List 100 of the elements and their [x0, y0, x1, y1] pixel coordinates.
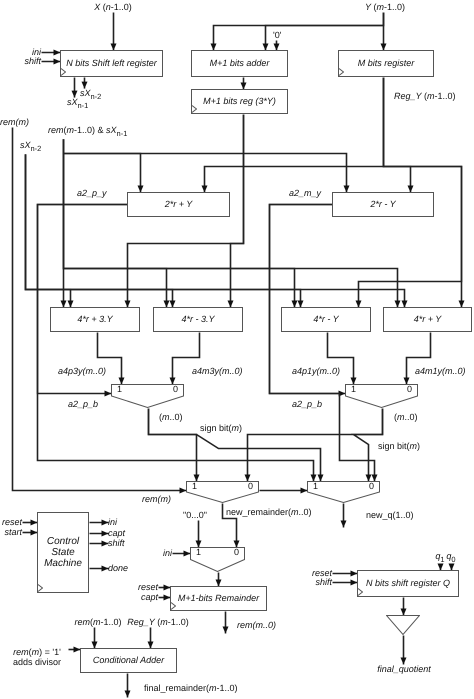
arithmetic-unit-box: [332, 192, 434, 217]
buffer-triangle: [386, 615, 420, 635]
arithmetic-unit-box: [281, 307, 371, 332]
arrow: [148, 408, 324, 482]
arrow: [400, 598, 406, 616]
arrow: [382, 78, 464, 308]
arrow: [42, 50, 60, 56]
edge-label: a4m1y(m..0): [414, 366, 467, 376]
arrow: [332, 570, 358, 576]
signal-label: ini: [32, 47, 41, 57]
signal-label: capt: [140, 592, 158, 602]
edge-label: a4p3y(m..0): [57, 366, 108, 376]
signal-label: capt: [108, 528, 126, 538]
arrow: [240, 78, 246, 90]
signal-label: shift: [108, 538, 125, 548]
signal-label: sX$_{n-2}$: [20, 140, 42, 154]
signal-label: ini: [108, 517, 118, 527]
register-box: [338, 50, 434, 77]
box-label: M+1-bits Remainder: [178, 593, 260, 604]
edge-label: rem(m): [141, 494, 172, 504]
arrow: [448, 564, 454, 570]
arithmetic-unit-box: [127, 192, 230, 217]
shift-register-box: [60, 50, 163, 77]
mux-input-label: 1: [313, 482, 318, 491]
edge-label: a2_m_y: [288, 188, 322, 198]
arrow: [82, 78, 88, 89]
constant-label: '0': [273, 30, 282, 40]
arrow: [22, 530, 38, 536]
mux-input-label: 0: [172, 385, 178, 394]
multiplexer: [111, 384, 184, 408]
edge-label: sign bit(m): [199, 423, 244, 433]
mux-input-label: 0: [406, 385, 412, 394]
arrow: [228, 114, 244, 308]
edge-label: Reg_Y (m-1..0): [393, 91, 457, 101]
multiplexer: [307, 481, 380, 503]
box-label: 4*r - 3.Y: [181, 314, 214, 325]
mux-input-label: 0: [368, 482, 374, 491]
adder-box: [80, 648, 177, 673]
mux-input-label: 1: [351, 385, 356, 394]
arrow: [90, 540, 108, 546]
arrow: [170, 332, 200, 384]
edge-label: new_q(1..0): [365, 510, 415, 520]
arithmetic-unit-box: [153, 307, 243, 332]
arrow: [90, 530, 108, 536]
edge-label: rem(m..0): [236, 620, 277, 630]
box-label: Control State Machine: [43, 536, 83, 569]
box-label: 2*r - Y: [370, 199, 396, 210]
arrow: [148, 628, 154, 648]
signal-label: Reg_Y (m-1..0): [127, 617, 189, 627]
multiplexer: [345, 384, 418, 408]
edge-label: final_remainder(m-1..0): [143, 683, 239, 693]
multiplexer: [186, 481, 259, 503]
signal-label: shift: [315, 577, 332, 587]
arithmetic-unit-box: [383, 307, 472, 332]
edge-label: a2_p_b: [67, 399, 100, 409]
edge-label: sign bit(m): [377, 441, 422, 451]
box-label: N bits Shift left register: [66, 58, 157, 69]
box-label: N bits shift register Q: [366, 578, 450, 589]
arrow: [196, 520, 202, 548]
signal-label: q$_{0}$: [446, 551, 456, 565]
signal-label: rem(m-1..0) & sX$_{n-1}$: [48, 125, 128, 139]
box-label: 4*r + 3.Y: [77, 314, 113, 325]
arrow: [332, 580, 358, 586]
signal-label: X (n-1..0): [94, 2, 132, 12]
arrow: [158, 594, 170, 600]
signal-label: start: [4, 527, 22, 537]
box-label: M bits register: [358, 58, 414, 69]
arrow: [42, 58, 60, 64]
mux-input-label: 1: [192, 482, 198, 491]
arrow: [96, 332, 124, 384]
box-label: 4*r + Y: [414, 314, 442, 325]
signal-label: rem(m): [0, 117, 29, 127]
mux-input-label: 0: [234, 548, 239, 557]
edge-label: (m..0): [158, 412, 184, 422]
signal-label: final_quotient: [377, 664, 431, 674]
adder-box: [191, 50, 288, 77]
arrow: [216, 572, 222, 586]
arrow: [72, 78, 78, 98]
shift-register-box: [357, 570, 459, 597]
signal-label: Y (m-1..0): [364, 2, 406, 12]
multiplexer: [190, 547, 245, 572]
signal-label: shift: [24, 56, 41, 66]
box-label: 4*r - Y: [313, 314, 339, 325]
arrow: [90, 520, 108, 526]
arrow: [404, 332, 432, 384]
edge-label: new_remainder(m..0): [225, 507, 313, 517]
arrow: [274, 40, 280, 50]
box-label: 2*r + Y: [164, 199, 192, 210]
edge-label: a2_p_y: [76, 188, 108, 198]
arrow: [24, 154, 408, 308]
signal-label: done: [108, 563, 128, 573]
constant-label: "0...0": [183, 510, 207, 520]
signal-label: reset: [2, 517, 22, 527]
arrow: [68, 646, 80, 652]
arrow: [340, 504, 346, 528]
edge-label: a4p1y(m..0): [291, 366, 342, 376]
arrow: [90, 566, 108, 572]
arrow: [222, 504, 240, 548]
arrow: [380, 12, 386, 50]
edge-label: (m..0): [393, 412, 419, 422]
